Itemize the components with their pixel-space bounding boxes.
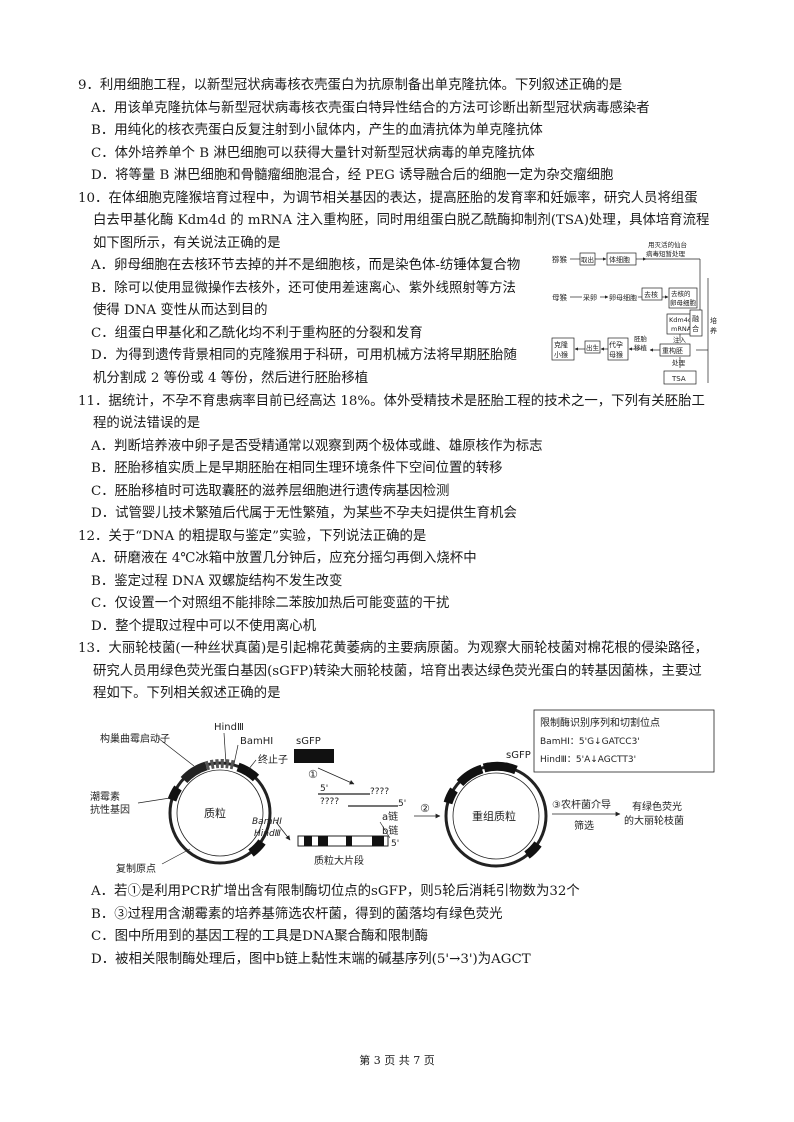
q13-stem-line1: 13．大丽轮枝菌(一种丝状真菌)是引起棉花黄萎病的主要病原菌。为观察大丽轮枝菌对… bbox=[78, 641, 709, 656]
plasmid-construction-diagram: 质粒 构巢曲霉启动子 HindⅢ BamHⅠ 终止子 潮霉素 抗性基因 复制原点… bbox=[90, 709, 715, 875]
q13-option-d: D．被相关限制酶处理后，图中b链上黏性末端的碱基序列(5'→3')为AGCT bbox=[91, 952, 531, 967]
q13-option-b: B．③过程用含潮霉素的培养基筛选农杆菌，得到的菌落均有绿色荧光 bbox=[91, 907, 503, 922]
q10-stem-line2: 白去甲基化酶 Kdm4d 的 mRNA 注入重构胚，同时用组蛋白脱乙酰酶抑制剂(… bbox=[93, 213, 710, 228]
q12-stem: 12．关于“DNA 的粗提取与鉴定”实验，下列说法正确的是 bbox=[78, 529, 427, 544]
q11-stem-line2: 程的说法错误的是 bbox=[93, 416, 201, 431]
d13-screen: 筛选 bbox=[574, 819, 594, 832]
d10-sendai-line1: 用灭活的仙台 bbox=[648, 240, 687, 249]
d10-treat: 处理 bbox=[672, 358, 686, 367]
q9-option-a: A．用该单克隆抗体与新型冠状病毒核衣壳蛋白特异性结合的方法可诊断出新型冠状病毒感… bbox=[91, 101, 650, 116]
q10-option-a: A．卵母细胞在去核环节去掉的并不是细胞核，而是染色体-纺锤体复合物 bbox=[91, 258, 521, 273]
d13-5prime-right: 5' bbox=[398, 799, 406, 809]
q9-option-b: B．用纯化的核衣壳蛋白反复注射到小鼠体内，产生的血清抗体为单克隆抗体 bbox=[91, 123, 543, 138]
q12-option-a: A．研磨液在 4℃冰箱中放置几分钟后，应充分摇匀再倒入烧杯中 bbox=[91, 551, 477, 566]
q13-option-c: C．图中所用到的基因工程的工具是DNA聚合酶和限制酶 bbox=[91, 929, 428, 944]
page-footer: 第 3 页 共 7 页 bbox=[359, 1054, 435, 1067]
d13-q-left: ???? bbox=[320, 797, 339, 807]
d13-5prime-bottom: 5' bbox=[391, 839, 399, 849]
d10-egg-collect: 采卵 bbox=[583, 293, 597, 302]
q9-option-c: C．体外培养单个 B 淋巴细胞可以获得大量针对新型冠状病毒的单克隆抗体 bbox=[91, 146, 535, 161]
d10-culture-char1: 培 bbox=[710, 316, 717, 325]
d13-step1: ① bbox=[308, 768, 318, 781]
d10-enucleated-line1: 去核的 bbox=[671, 289, 691, 298]
q10-option-d-cont: 机分割成 2 等份或 4 等份，然后进行胚胎移植 bbox=[93, 371, 369, 386]
d10-clone-line2: 小猴 bbox=[554, 350, 568, 359]
d13-promoter: 构巢曲霉启动子 bbox=[100, 732, 170, 745]
d10-tsa: TSA bbox=[671, 375, 686, 383]
q10-option-c: C．组蛋白甲基化和乙酰化均不利于重构胚的分裂和发育 bbox=[91, 326, 423, 341]
d13-sgfp-in-plasmid: sGFP bbox=[506, 750, 531, 761]
d10-reconstructed-embryo: 重构胚 bbox=[662, 346, 683, 355]
d10-macaque: 猕猴 bbox=[552, 254, 567, 264]
d13-bam-cut: BamHⅠ bbox=[252, 817, 282, 827]
q12-option-c: C．仅设置一个对照组不能排除二苯胺加热后可能变蓝的干扰 bbox=[91, 596, 450, 611]
d10-somatic-cell: 体细胞 bbox=[609, 255, 630, 264]
q10-stem-line1: 10．在体细胞克隆猴培育过程中，为调节相关基因的表达，提高胚胎的发育率和妊娠率，… bbox=[78, 191, 698, 206]
d13-plasmid-label: 质粒 bbox=[204, 806, 226, 820]
q13-option-a: A．若①是利用PCR扩增出含有限制酶切位点的sGFP，则5轮后消耗引物数为32个 bbox=[91, 884, 580, 899]
d10-culture-char2: 养 bbox=[710, 326, 717, 335]
d10-surrogate-line1: 代孕 bbox=[609, 340, 623, 349]
d13-a-chain: a链 bbox=[382, 810, 398, 823]
d10-transfer-line2: 移植 bbox=[634, 343, 648, 352]
q9-stem: 9．利用细胞工程，以新型冠状病毒核衣壳蛋白为抗原制备出单克隆抗体。下列叙述正确的… bbox=[78, 78, 623, 93]
q11-option-a: A．判断培养液中卵子是否受精通常以观察到两个极体或雌、雄原核作为标志 bbox=[91, 439, 543, 454]
q12-option-d: D．整个提取过程中可以不使用离心机 bbox=[91, 619, 316, 634]
d10-mrna-line1: Kdm4d的 bbox=[669, 315, 699, 324]
d13-hind-cut: HindⅢ bbox=[254, 829, 281, 839]
q10-option-d: D．为得到遗传背景相同的克隆猴用于科研，可用机械方法将早期胚胎随 bbox=[91, 348, 517, 363]
d13-result-line1: 有绿色荧光 bbox=[632, 800, 682, 813]
d13-hyg-line2: 抗性基因 bbox=[90, 803, 130, 816]
q13-stem-line2: 研究人员用绿色荧光蛋白基因(sGFP)转染大丽轮枝菌，培育出表达绿色荧光蛋白的转… bbox=[93, 664, 702, 679]
d10-female-monkey: 母猴 bbox=[552, 293, 567, 302]
d13-bam-site: BamHⅠ bbox=[240, 736, 273, 747]
d10-fuse-char2: 合 bbox=[692, 324, 699, 333]
d10-enucleate: 去核 bbox=[644, 290, 658, 299]
d10-clone-line1: 克隆 bbox=[554, 340, 568, 349]
d10-oocyte: 卵母细胞 bbox=[609, 293, 637, 302]
d13-step2: ② bbox=[420, 802, 430, 815]
d10-mrna-line2: mRNA bbox=[671, 325, 692, 333]
q12-option-b: B．鉴定过程 DNA 双螺旋结构不发生改变 bbox=[91, 574, 343, 589]
d13-terminator: 终止子 bbox=[258, 753, 288, 766]
d13-box-title: 限制酶识别序列和切割位点 bbox=[540, 716, 660, 729]
d10-take-out: 取出 bbox=[581, 255, 594, 264]
d13-box-bam: BamHⅠ：5'G↓GATCC3' bbox=[540, 737, 640, 747]
q11-option-c: C．胚胎移植时可选取囊胚的滋养层细胞进行遗传病基因检测 bbox=[91, 484, 450, 499]
d13-hyg-line1: 潮霉素 bbox=[90, 790, 120, 803]
d13-box-hind: HindⅢ：5'A↓AGCTT3' bbox=[540, 755, 636, 765]
d10-born: 出生 bbox=[586, 343, 600, 352]
d13-hind-site: HindⅢ bbox=[214, 722, 244, 733]
d13-recombinant-label: 重组质粒 bbox=[472, 809, 516, 823]
d10-enucleated-line2: 卵母细胞 bbox=[670, 298, 697, 307]
d13-result-line2: 的大丽轮枝菌 bbox=[624, 814, 684, 827]
d13-sgfp-label: sGFP bbox=[296, 736, 321, 747]
d10-transfer-line1: 胚胎 bbox=[634, 334, 648, 343]
d13-q-right: ???? bbox=[370, 787, 389, 797]
d10-fuse-char1: 融 bbox=[692, 314, 699, 323]
d10-surrogate-line2: 母猴 bbox=[609, 350, 623, 359]
d10-sendai-line2: 病毒短暂处理 bbox=[646, 249, 686, 258]
clone-monkey-flow-diagram: 猕猴 取出 体细胞 用灭活的仙台 病毒短暂处理 母猴 采卵 卵母细胞 去核 去核… bbox=[551, 240, 717, 385]
q9-option-d: D．将等量 B 淋巴细胞和骨髓瘤细胞混合，经 PEG 诱导融合后的细胞一定为杂交… bbox=[91, 168, 614, 183]
q11-option-b: B．胚胎移植实质上是早期胚胎在相同生理环境条件下空间位置的转移 bbox=[91, 461, 503, 476]
d13-ori: 复制原点 bbox=[116, 862, 156, 875]
d13-b-chain: b链 bbox=[382, 824, 398, 837]
q10-option-b: B．除可以使用显微操作去核外，还可使用差速离心、紫外线照射等方法 bbox=[91, 281, 516, 296]
q13-stem-line3: 程如下。下列相关叙述正确的是 bbox=[93, 686, 281, 701]
d13-5prime-top: 5' bbox=[320, 784, 328, 794]
q10-stem-line3: 如下图所示，有关说法正确的是 bbox=[93, 236, 281, 251]
q11-option-d: D．试管婴儿技术繁殖后代属于无性繁殖，为某些不孕夫妇提供生育机会 bbox=[91, 506, 517, 521]
d13-big-fragment: 质粒大片段 bbox=[314, 854, 364, 867]
d13-step3: ③农杆菌介导 bbox=[552, 798, 611, 811]
q11-stem-line1: 11．据统计，不孕不育患病率目前已经高达 18%。体外受精技术是胚胎工程的技术之… bbox=[78, 394, 705, 409]
q10-option-b-cont: 使得 DNA 变性从而达到目的 bbox=[93, 303, 268, 318]
